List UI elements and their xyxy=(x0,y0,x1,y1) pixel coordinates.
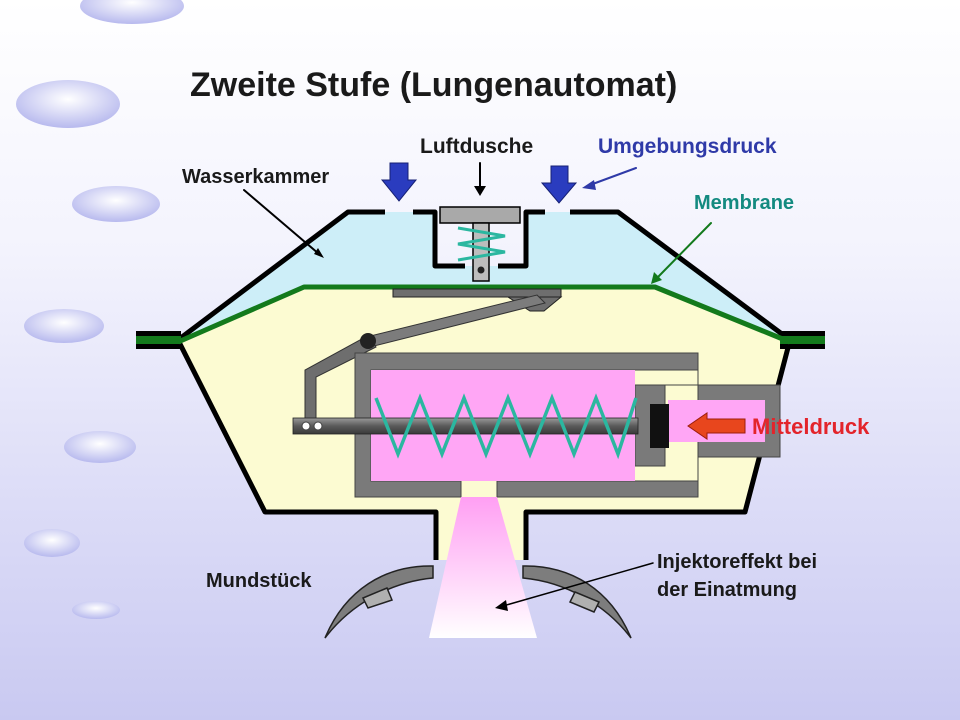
down-arrow-icon xyxy=(380,162,418,202)
bubble xyxy=(64,431,136,463)
label-injektoreffekt: Injektoreffekt bei der Einatmung xyxy=(657,548,817,604)
bubble xyxy=(24,529,80,557)
pointer-lines xyxy=(243,162,712,611)
bubble xyxy=(72,186,160,222)
housing-flange-right xyxy=(780,331,825,349)
left-arrow-icon xyxy=(687,412,746,440)
label-mundstueck: Mundstück xyxy=(206,570,312,592)
bubble xyxy=(16,80,120,128)
page-title: Zweite Stufe (Lungenautomat) xyxy=(190,66,678,104)
label-mitteldruck: Mitteldruck xyxy=(752,414,870,439)
mouthpiece xyxy=(324,565,632,639)
bubble xyxy=(80,0,184,24)
label-membrane: Membrane xyxy=(694,192,795,214)
purge-spring xyxy=(457,226,506,262)
injector-jet xyxy=(429,497,537,638)
bubble xyxy=(24,309,104,343)
valve-spring xyxy=(374,393,638,460)
purge-button xyxy=(439,206,521,282)
down-arrow-icon xyxy=(540,165,578,204)
valve-rod xyxy=(292,417,639,435)
label-wasserkammer: Wasserkammer xyxy=(182,166,330,188)
valve-seat xyxy=(650,404,669,448)
demand-lever xyxy=(304,288,563,421)
label-umgebungsdruck: Umgebungsdruck xyxy=(598,135,777,158)
background-bubbles xyxy=(16,0,184,619)
membrane xyxy=(176,284,791,345)
label-luftdusche: Luftdusche xyxy=(420,135,534,158)
bubble xyxy=(72,601,120,619)
label-injektoreffekt-line1: Injektoreffekt bei xyxy=(657,551,818,573)
housing-flange-left xyxy=(136,331,181,349)
label-injektoreffekt-line2: der Einatmung xyxy=(657,579,798,601)
